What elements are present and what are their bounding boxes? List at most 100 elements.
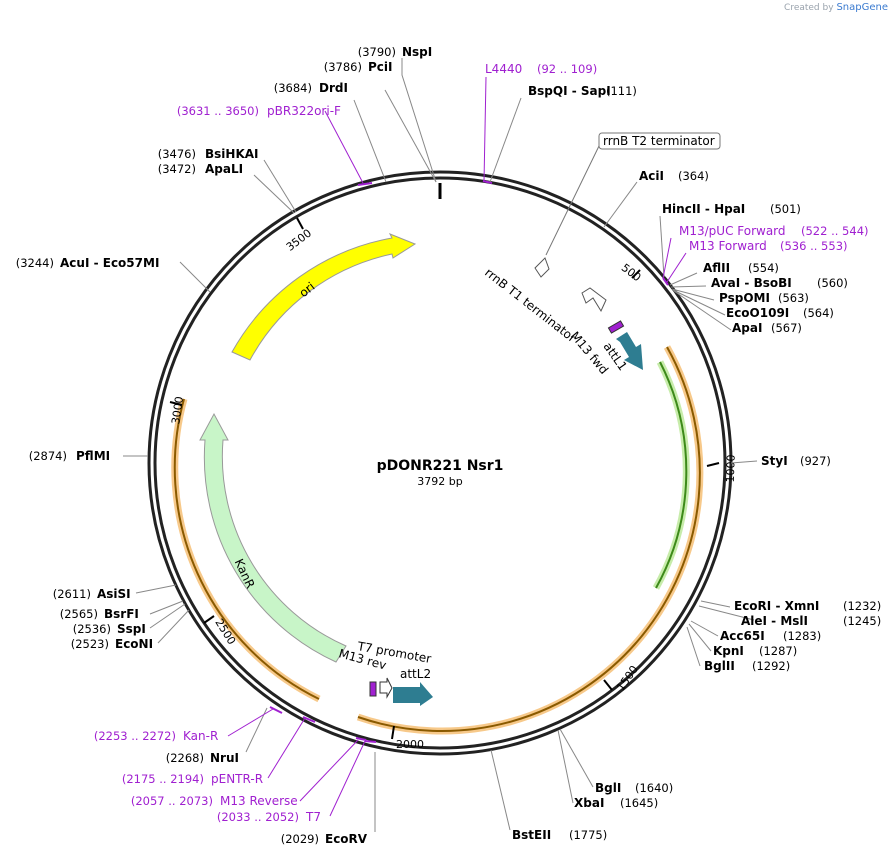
t7-promoter-mark [379,677,393,699]
enzyme-site: (3244) [16,256,54,270]
enzyme-site: EcoO109I [726,306,789,320]
enzyme-site: BglI [595,781,621,795]
tick-500: 500 [619,261,644,284]
enzyme-site: PspOMI [719,291,770,305]
plasmid-name: pDONR221 Nsr1 [377,458,504,474]
kanR-feature [199,412,347,663]
attL2-label: attL2 [400,667,431,681]
enzyme-site: HincII - HpaI [662,202,745,216]
enzyme-site: (2268) [166,751,204,765]
enzyme-site: EcoNI [115,637,153,651]
enzyme-site: (2611) [53,587,91,601]
enzyme-site: (1640) [635,781,673,795]
enzyme-site: (3684) [274,81,312,95]
enzyme-site: SspI [117,622,146,636]
primer-label: (92 .. 109) [537,62,597,76]
primer-leader-lines [227,76,687,817]
enzyme-site: (501) [770,202,801,216]
enzyme-site: (567) [771,321,802,335]
tick-3000: 3000 [169,396,186,426]
tick-1000: 1000 [724,454,738,482]
orange-region-left [171,398,321,703]
enzyme-site: EcoRV [325,832,368,846]
enzyme-site: XbaI [574,796,604,810]
primer-label: T7 [305,810,321,824]
enzyme-site: (3786) [324,60,362,74]
m13-rev-mark [369,681,377,697]
enzyme-site: KpnI [713,644,744,658]
enzyme-site: (3472) [158,162,196,176]
m13-fwd-mark [607,320,625,334]
plasmid-length: 3792 bp [417,475,462,488]
enzyme-site: (2565) [60,607,98,621]
attL2-feature [393,682,433,706]
enzyme-site: (554) [748,261,779,275]
enzyme-site: (1645) [620,796,658,810]
primer-label: M13 Reverse [220,794,298,808]
rrnB-T1-label: rrnB T1 terminator [482,265,579,345]
enzyme-site: AflII [703,261,730,275]
enzyme-site: BsiHKAI [205,147,259,161]
enzyme-site: (563) [778,291,809,305]
enzyme-site: (2874) [29,449,67,463]
ori-feature [231,233,417,361]
enzyme-site: NruI [210,751,239,765]
enzyme-site: BspQI - SapI [528,84,611,98]
enzyme-site: (564) [803,306,834,320]
enzyme-site: (1283) [783,629,821,643]
enzyme-site: BglII [704,659,735,673]
enzyme-site: (1287) [759,644,797,658]
enzyme-site: (364) [678,169,709,183]
enzyme-site: BstEII [512,828,551,842]
primer-label: pENTR-R [211,772,263,786]
primer-label: (2033 .. 2052) [217,810,299,824]
enzyme-site: (2536) [73,622,111,636]
primer-marks [269,180,669,743]
enzyme-site: (1292) [752,659,790,673]
primer-label: (2253 .. 2272) [94,729,176,743]
enzyme-site: BsrFI [104,607,139,621]
primer-labels: L4440 (92 .. 109) M13/pUC Forward (522 .… [94,62,869,824]
rrnB-T2-feature [534,257,550,278]
tick-2000: 2000 [396,738,424,751]
enzyme-site: (927) [800,454,831,468]
rrnB-T2-label: rrnB T2 terminator [603,134,715,148]
primer-label: (2175 .. 2194) [122,772,204,786]
primer-label: M13 Forward [689,239,767,253]
primer-label: M13/pUC Forward [679,224,786,238]
enzyme-site: StyI [761,454,788,468]
enzyme-site: (3790) [358,45,396,59]
enzyme-site: AvaI - BsoBI [711,276,792,290]
credit-brand: SnapGene [836,2,888,13]
enzyme-labels: (3790) NspI (3786) PciI (3684) DrdI BspQ… [16,45,882,846]
primer-label: (3631 .. 3650) [177,104,259,118]
enzyme-site: ApaLI [205,162,243,176]
tick-3500: 3500 [284,227,314,254]
credit-prefix: Created by [784,3,834,13]
primer-label: L4440 [485,62,522,76]
primer-label: Kan-R [183,729,218,743]
rrnB-T1-feature [581,287,607,313]
backbone-inner [153,176,727,750]
enzyme-site: PflMI [76,449,110,463]
snapgene-credit: Created by SnapGene [784,2,888,13]
attL1-feature [616,332,643,370]
primer-label: (522 .. 544) [801,224,869,238]
enzyme-site: PciI [368,60,393,74]
enzyme-site: (2523) [71,637,109,651]
enzyme-site: (3476) [158,147,196,161]
leader-lines [123,58,758,832]
enzyme-site: AsiSI [97,587,131,601]
enzyme-site: (1775) [569,828,607,842]
rrnB-T2-box [598,132,721,150]
enzyme-site: (1232) [843,599,881,613]
primer-label: (536 .. 553) [780,239,848,253]
primer-label: (2057 .. 2073) [131,794,213,808]
primer-label: pBR322ori-F [267,104,341,118]
enzyme-site: (2029) [281,832,319,846]
ticks [169,217,720,740]
enzyme-site: EcoRI - XmnI [734,599,819,613]
enzyme-site: AcuI - Eco57MI [60,256,159,270]
enzyme-site: AciI [639,169,664,183]
